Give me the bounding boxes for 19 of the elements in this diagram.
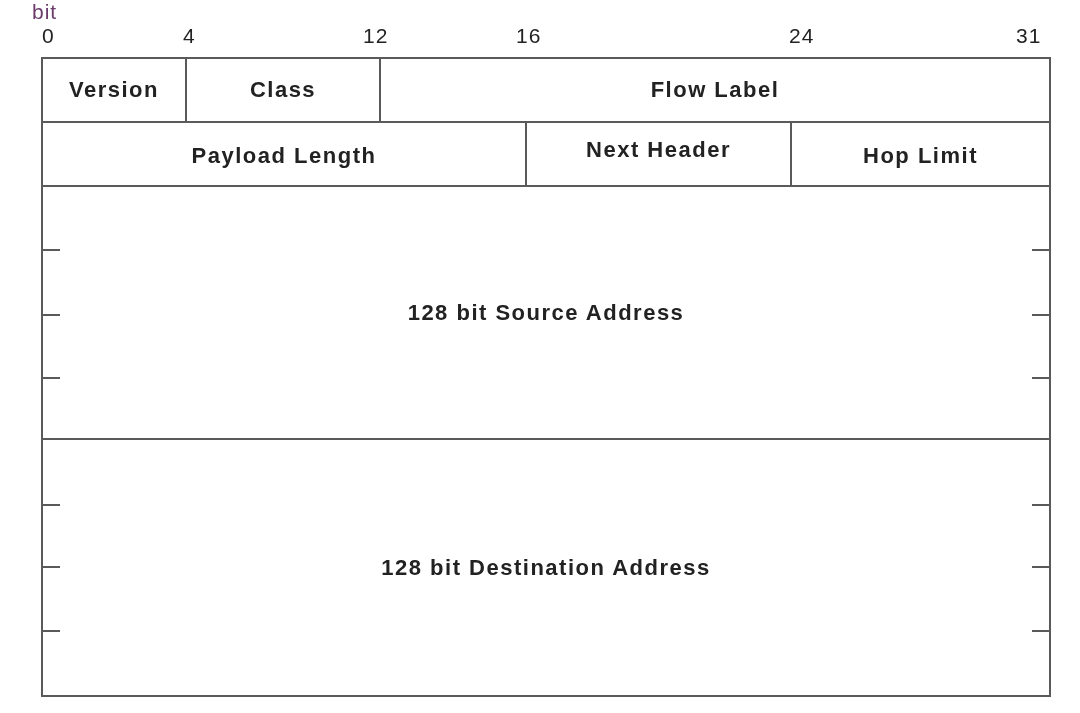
header-field (41, 185, 1051, 440)
field-name: Flow Label (650, 77, 780, 103)
bit-position: 24 (789, 24, 815, 48)
bit-position: 0 (42, 24, 55, 48)
field-name: Version (69, 77, 159, 103)
field-name: Hop Limit (863, 143, 978, 169)
bit-position: 16 (516, 24, 542, 48)
header-field (41, 57, 187, 123)
bit-position: 31 (1016, 24, 1042, 48)
header-field (41, 438, 1051, 697)
field-name: 128 bit Destination Address (381, 554, 711, 581)
field-name: Payload Length (191, 143, 377, 169)
unit-label: bit (32, 0, 58, 24)
field-name: Class (249, 77, 317, 103)
bit-position: 12 (363, 24, 389, 48)
header-field (379, 57, 1051, 123)
bit-position: 4 (183, 24, 196, 48)
field-name: 128 bit Source Address (407, 299, 685, 326)
field-name: Next Header (586, 137, 731, 163)
